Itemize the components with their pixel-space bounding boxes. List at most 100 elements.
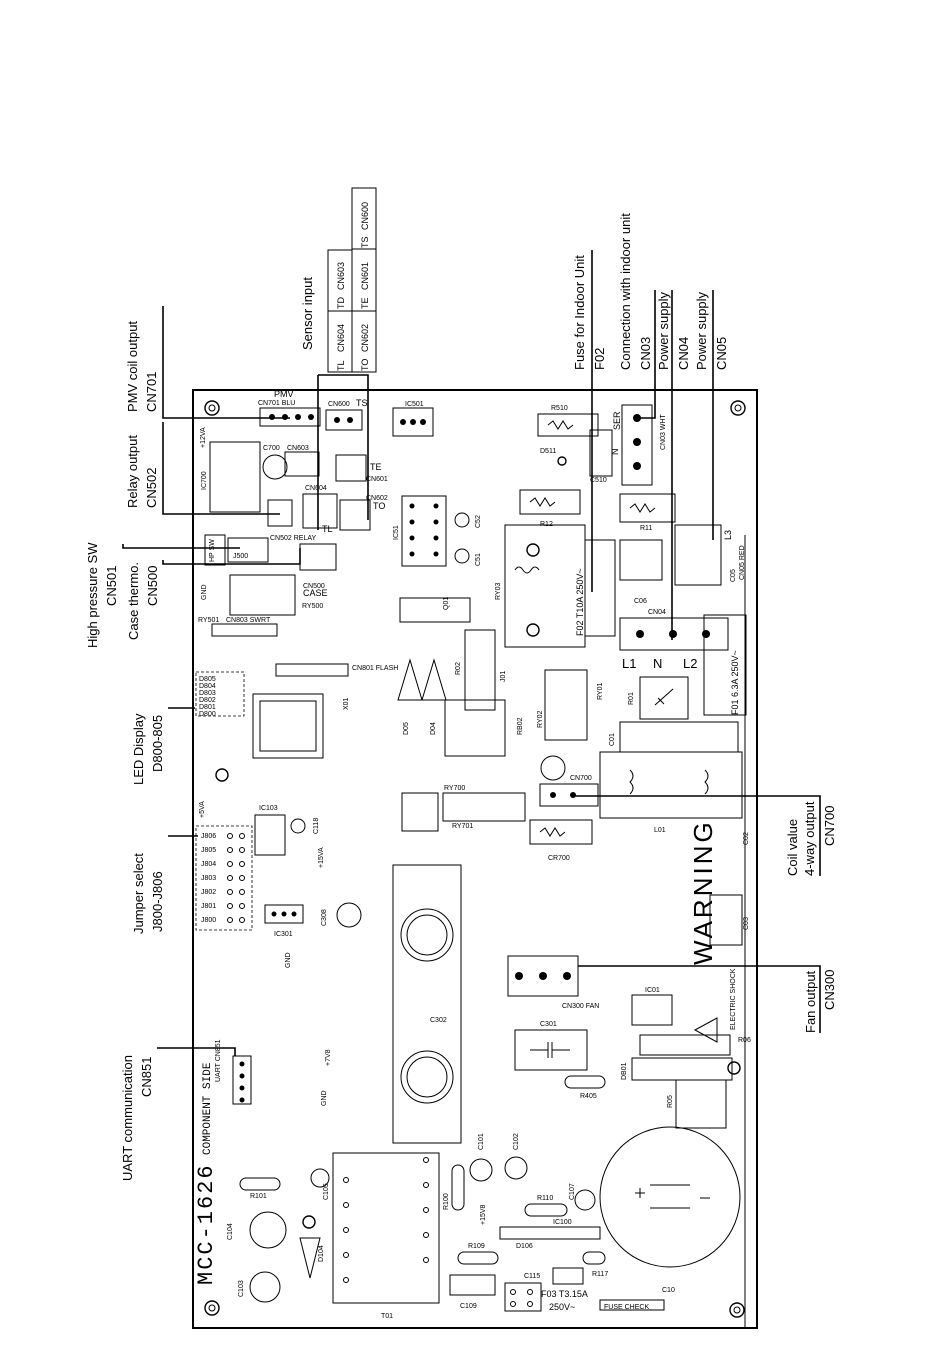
label-j806: J806 — [201, 833, 216, 840]
label-r11: R11 — [640, 525, 652, 532]
callout-cn04: CN04 — [676, 337, 691, 370]
led-display-area — [195, 671, 245, 717]
label-15va: +15VA — [318, 847, 325, 868]
label-r110: R110 — [537, 1195, 553, 1202]
label-ic301: IC301 — [274, 931, 293, 938]
label-gnd-mid: GND — [285, 952, 292, 968]
callout-cn500: CN500 — [145, 566, 160, 606]
label-d106: D106 — [516, 1243, 533, 1250]
callout-power-supply-2: Power supply — [694, 291, 709, 370]
label-d800: D800 — [199, 711, 216, 718]
label-ic01: IC01 — [645, 987, 660, 994]
label-c107: C107 — [569, 1183, 576, 1200]
callout-d800-805: D800-805 — [150, 715, 165, 772]
label-f03: F03 T3.15A — [541, 1289, 588, 1299]
label-r109: R109 — [468, 1243, 485, 1250]
label-fuse-check: FUSE CHECK — [604, 1304, 649, 1311]
label-r06: R06 — [738, 1037, 751, 1044]
label-l01: L01 — [654, 827, 666, 834]
mcu-chip — [252, 693, 324, 759]
label-c302: C302 — [430, 1017, 447, 1024]
label-ic700: IC700 — [201, 471, 208, 490]
label-d05: D05 — [403, 722, 410, 735]
sensor-table: TL CN604 TD CN603 TO CN602 TE CN601 TS C… — [327, 187, 377, 373]
label-cn300-fan: CN300 FAN — [562, 1003, 599, 1010]
label-ry03: RY03 — [495, 583, 502, 600]
label-r405: R405 — [580, 1093, 597, 1100]
label-te: TE — [370, 462, 382, 472]
label-c01: C01 — [609, 733, 616, 746]
jumper-pads — [227, 833, 245, 923]
label-n-ser: N — [610, 449, 620, 456]
callout-cn03: CN03 — [638, 337, 653, 370]
label-c51: C51 — [475, 553, 482, 566]
label-gnd-b: GND — [321, 1090, 328, 1106]
leader-cn701 — [162, 306, 290, 419]
callout-cn501: CN501 — [104, 566, 119, 606]
label-ser: SER — [612, 411, 622, 430]
fuse-f01 — [703, 614, 747, 716]
sensor-tl: TL — [336, 360, 346, 371]
label-c103: C103 — [238, 1280, 245, 1297]
sensor-cn602: CN602 — [360, 324, 370, 352]
callout-cn700: CN700 — [822, 806, 837, 846]
label-c06: C06 — [634, 598, 647, 605]
label-gnd-left: GND — [201, 584, 208, 600]
label-cn502-relay: CN502 RELAY — [270, 535, 317, 542]
label-j800: J800 — [201, 917, 216, 924]
label-r01: R01 — [628, 692, 635, 705]
label-j802: J802 — [201, 889, 216, 896]
label-c510: C510 — [590, 477, 607, 484]
label-r100: R100 — [443, 1193, 450, 1210]
callout-cn05: CN05 — [714, 337, 729, 370]
label-ry500: RY500 — [302, 603, 323, 610]
label-c118: C118 — [313, 818, 320, 834]
label-r05: R05 — [667, 1095, 674, 1108]
label-cn803-swrt: CN803 SWRT — [226, 617, 271, 624]
label-pmv: PMV — [274, 389, 294, 399]
label-d803: D803 — [199, 690, 216, 697]
electric-shock: ELECTRIC SHOCK — [730, 968, 737, 1030]
sensor-to: TO — [360, 359, 370, 371]
label-l1: L1 — [622, 656, 636, 671]
callout-j800-j806: J800-J806 — [150, 871, 165, 932]
callout-coil-value: Coil value — [785, 819, 800, 876]
label-ry02: RY02 — [537, 711, 544, 728]
label-tl: TL — [322, 524, 333, 534]
label-j803: J803 — [201, 875, 216, 882]
leader-cn03 — [636, 290, 656, 419]
label-cn801-flash: CN801 FLASH — [352, 665, 398, 672]
label-case: CASE — [303, 588, 328, 598]
callout-led-display: LED Display — [131, 713, 146, 785]
label-c10: C10 — [662, 1287, 675, 1294]
label-r101: R101 — [250, 1193, 267, 1200]
label-cn602: CN602 — [366, 495, 388, 502]
label-c03: C03 — [743, 917, 750, 930]
label-ry701: RY701 — [452, 823, 473, 830]
callout-cn851: CN851 — [139, 1057, 154, 1097]
callout-fuse-indoor: Fuse for Indoor Unit — [572, 255, 587, 370]
label-d511: D511 — [540, 448, 556, 455]
label-q01: Q01 — [443, 597, 450, 610]
label-j805: J805 — [201, 847, 216, 854]
callout-high-pressure-sw: High pressure SW — [85, 542, 100, 648]
fuse-f02 — [584, 539, 616, 637]
label-f03-v: 250V~ — [549, 1302, 575, 1312]
callout-fan-output: Fan output — [803, 970, 818, 1033]
label-f01: F01 6.3A 250V~ — [730, 650, 740, 715]
label-cn701-blu: CN701 BLU — [258, 400, 295, 407]
label-r510: R510 — [551, 405, 568, 412]
label-cn600: CN600 — [328, 401, 350, 408]
label-cn604: CN604 — [305, 485, 327, 492]
label-l2: L2 — [683, 656, 697, 671]
label-t01: T01 — [381, 1313, 393, 1320]
sensor-cn603: CN603 — [336, 262, 346, 290]
label-ic100: IC100 — [553, 1219, 572, 1226]
leader-cn502 — [162, 422, 280, 515]
callout-pmv-coil-output: PMV coil output — [125, 321, 140, 412]
label-cn05-red: CN05 RED — [739, 545, 746, 580]
label-c115: C115 — [524, 1273, 540, 1280]
callout-uart-communication: UART communication — [120, 1055, 135, 1181]
label-d104: D104 — [318, 1245, 325, 1262]
